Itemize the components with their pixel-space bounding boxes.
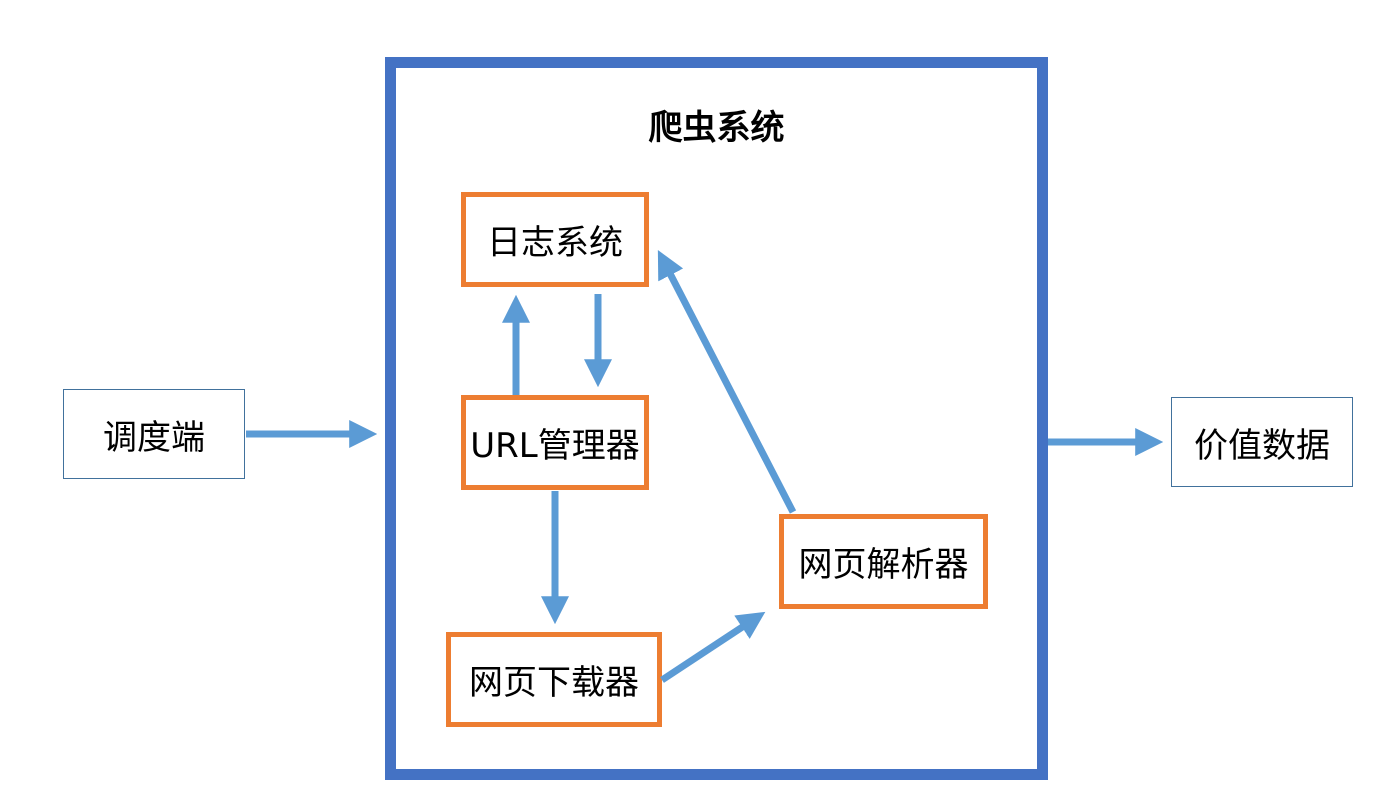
crawler-system-title: 爬虫系统 bbox=[648, 108, 785, 148]
crawler-system-frame bbox=[385, 57, 1048, 780]
value-data-node: 价值数据 bbox=[1171, 397, 1353, 487]
arrow-downloader-to-parser bbox=[660, 611, 766, 683]
arrow-parser-to-log bbox=[657, 250, 797, 514]
log-system-node: 日志系统 bbox=[461, 192, 649, 287]
url-manager-node: URL管理器 bbox=[461, 395, 649, 490]
page-downloader-node: 网页下载器 bbox=[446, 632, 662, 727]
scheduler-node: 调度端 bbox=[63, 389, 245, 479]
page-parser-node: 网页解析器 bbox=[779, 514, 988, 609]
